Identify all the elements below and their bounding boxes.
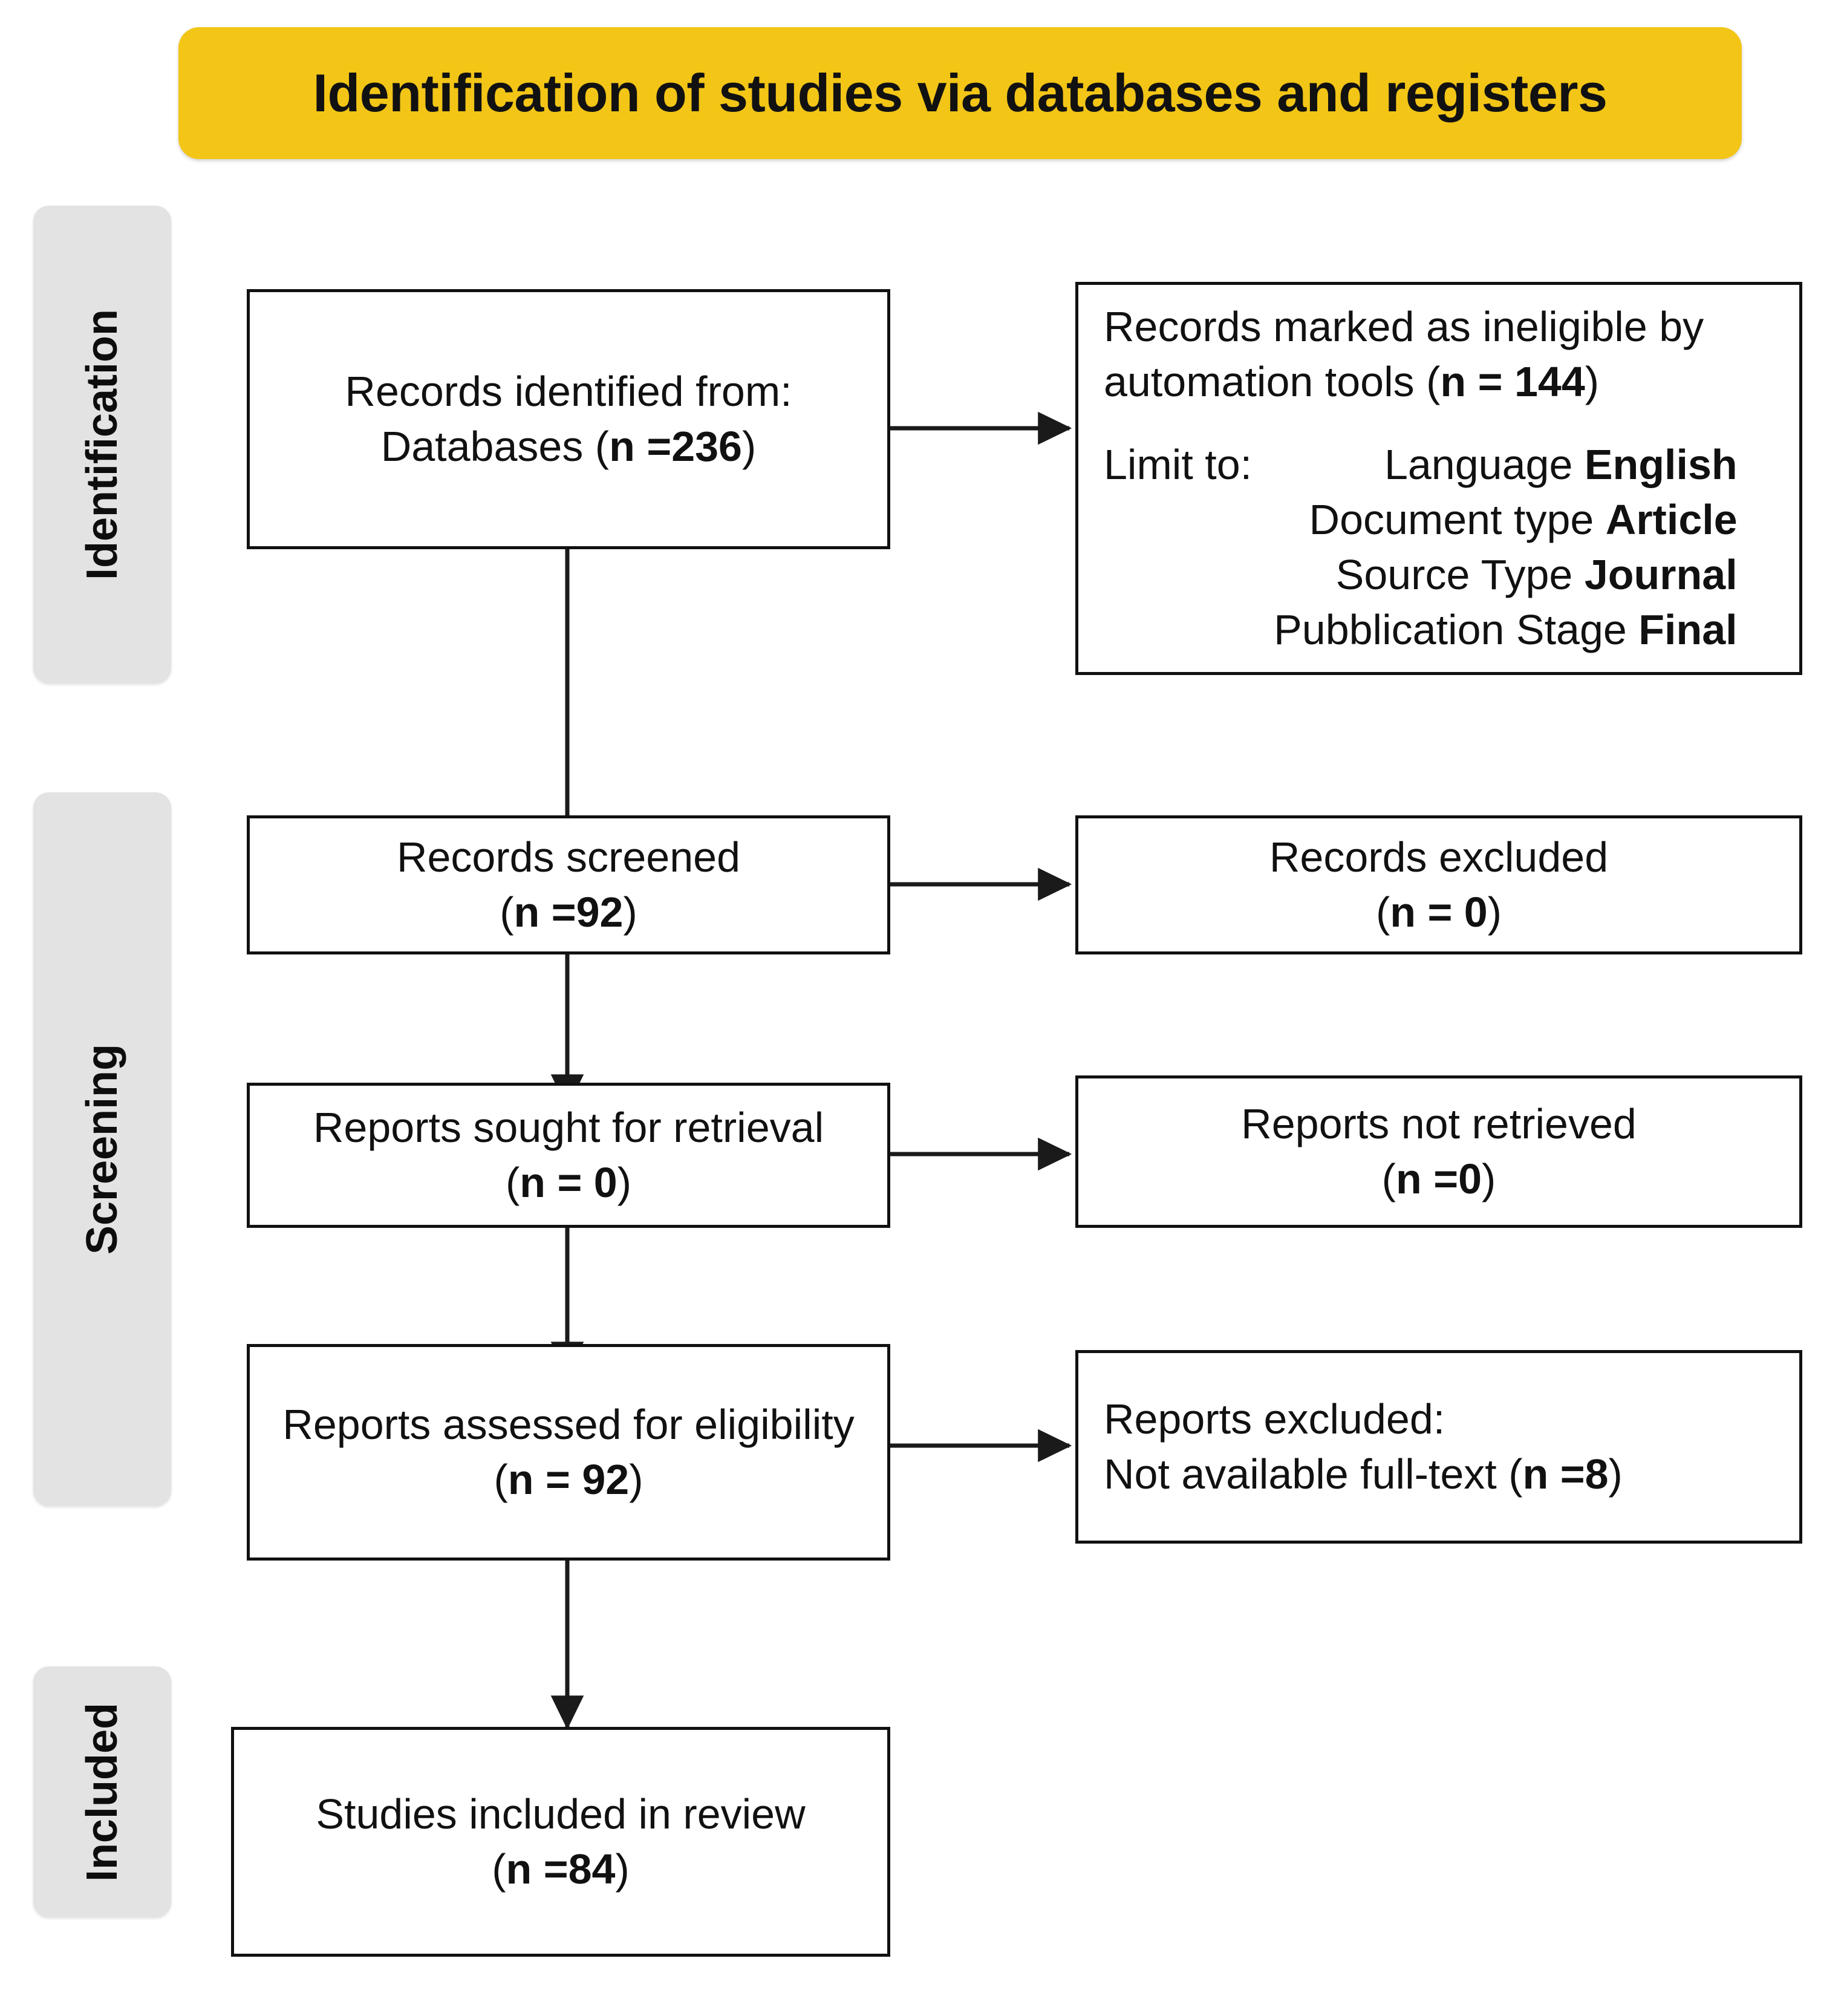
records-identified-prefix: Databases ( — [380, 423, 610, 470]
records-identified-line1: Records identified from: — [345, 368, 792, 415]
reports-not-retrieved-line2: (n =0) — [1382, 1152, 1496, 1207]
records-ineligible-suffix: ) — [1585, 358, 1600, 405]
reports-assessed-line2: (n = 92) — [494, 1452, 643, 1507]
limit-field-language: Language — [1384, 441, 1585, 488]
reports-not-retrieved-line1: Reports not retrieved — [1241, 1100, 1637, 1147]
reports-excluded-line1: Reports excluded: — [1104, 1395, 1445, 1443]
reports-assessed-count: n = 92 — [507, 1456, 630, 1503]
box-records-identified: Records identified from: Databases (n =2… — [247, 289, 890, 549]
box-reports-assessed: Reports assessed for eligibility (n = 92… — [247, 1344, 890, 1561]
records-excluded-suffix: ) — [1487, 889, 1502, 936]
reports-excluded-prefix: Not available full-text ( — [1104, 1450, 1523, 1498]
stage-bar-included: Included — [33, 1666, 171, 1917]
box-reports-not-retrieved: Reports not retrieved (n =0) — [1075, 1075, 1802, 1228]
studies-included-prefix: ( — [492, 1845, 506, 1893]
limit-value-document-type: Article — [1605, 496, 1738, 543]
records-ineligible-count: n = 144 — [1440, 358, 1585, 405]
limit-field-publication-stage: Pubblication Stage — [1274, 606, 1639, 653]
reports-excluded-count: n =8 — [1522, 1450, 1609, 1498]
box-records-screened: Records screened (n =92) — [247, 815, 890, 954]
reports-sought-count: n = 0 — [520, 1159, 617, 1206]
records-screened-prefix: ( — [500, 889, 514, 936]
stage-label-screening: Screening — [78, 1043, 126, 1255]
limit-to-rows: Language English Document type Article S… — [1274, 437, 1738, 657]
records-screened-count: n =92 — [513, 889, 624, 936]
records-screened-suffix: ) — [623, 889, 637, 936]
reports-not-retrieved-suffix: ) — [1482, 1155, 1496, 1202]
records-identified-line2: Databases (n =236) — [381, 419, 757, 474]
reports-assessed-suffix: ) — [629, 1456, 643, 1503]
limit-to-label: Limit to: — [1104, 441, 1253, 488]
records-excluded-count: n = 0 — [1390, 889, 1488, 936]
records-ineligible-line1: Records marked as ineligible by — [1104, 303, 1704, 350]
page-title: Identification of studies via databases … — [313, 63, 1608, 123]
reports-sought-prefix: ( — [505, 1159, 520, 1206]
records-excluded-line1: Records excluded — [1269, 833, 1609, 881]
stage-bar-screening: Screening — [33, 792, 171, 1506]
box-reports-excluded: Reports excluded: Not available full-tex… — [1075, 1350, 1802, 1544]
reports-excluded-suffix: ) — [1608, 1450, 1623, 1498]
limit-value-source-type: Journal — [1584, 551, 1738, 598]
reports-not-retrieved-count: n =0 — [1395, 1155, 1482, 1202]
records-excluded-prefix: ( — [1375, 889, 1390, 936]
records-ineligible-prefix: automation tools ( — [1104, 358, 1441, 405]
box-studies-included: Studies included in review (n =84) — [231, 1727, 890, 1957]
stage-label-identification: Identification — [78, 309, 126, 580]
limit-field-document-type: Document type — [1309, 496, 1606, 543]
reports-sought-line2: (n = 0) — [506, 1155, 631, 1210]
reports-sought-line1: Reports sought for retrieval — [313, 1104, 824, 1151]
stage-label-included: Included — [78, 1702, 126, 1882]
records-identified-count: n =236 — [609, 423, 742, 470]
studies-included-line1: Studies included in review — [316, 1790, 806, 1838]
records-excluded-line2: (n = 0) — [1376, 885, 1502, 940]
limit-value-language: English — [1584, 441, 1738, 488]
diagram-header-banner: Identification of studies via databases … — [178, 27, 1742, 159]
reports-assessed-line1: Reports assessed for eligibility — [282, 1401, 855, 1448]
studies-included-line2: (n =84) — [492, 1842, 630, 1897]
records-ineligible-line2: automation tools (n = 144) — [1104, 354, 1599, 409]
limit-field-source-type: Source Type — [1335, 551, 1585, 598]
records-screened-line1: Records screened — [396, 833, 741, 881]
studies-included-suffix: ) — [615, 1845, 630, 1893]
limit-row-publication-stage: Pubblication Stage Final — [1274, 602, 1738, 657]
reports-excluded-line2: Not available full-text (n =8) — [1104, 1447, 1623, 1502]
limit-to-block: Limit to: Language English Document type… — [1104, 437, 1738, 657]
box-records-ineligible: Records marked as ineligible by automati… — [1075, 282, 1802, 675]
limit-row-language: Language English — [1274, 437, 1738, 492]
stage-bar-identification: Identification — [33, 206, 171, 683]
limit-value-publication-stage: Final — [1638, 606, 1738, 653]
reports-not-retrieved-prefix: ( — [1381, 1155, 1396, 1202]
limit-row-document-type: Document type Article — [1274, 492, 1738, 547]
reports-assessed-prefix: ( — [494, 1456, 508, 1503]
studies-included-count: n =84 — [506, 1845, 616, 1893]
limit-row-source-type: Source Type Journal — [1274, 547, 1738, 602]
records-screened-line2: (n =92) — [500, 885, 637, 940]
records-identified-suffix: ) — [742, 423, 757, 470]
reports-sought-suffix: ) — [617, 1159, 632, 1206]
box-records-excluded: Records excluded (n = 0) — [1075, 815, 1802, 954]
box-reports-sought: Reports sought for retrieval (n = 0) — [247, 1083, 890, 1228]
